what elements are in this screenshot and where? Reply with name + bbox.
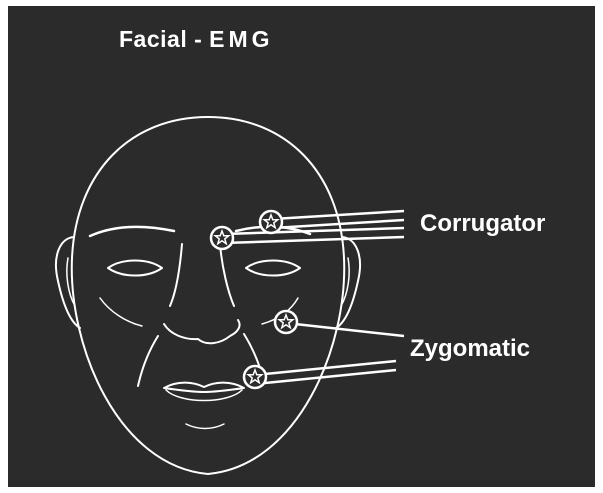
upper-lip [164,383,244,392]
lead-line-zygomatic-1 [286,323,404,336]
chin-line [186,424,224,429]
diagram-title: Facial - EMG [119,26,274,53]
title-suffix: EMG [209,26,273,52]
label-corrugator: Corrugator [420,210,545,238]
left-nasolabial-fold [138,336,158,386]
left-eye [108,261,162,276]
nose-bridge-left [170,244,182,306]
electrode-zygomatic-lower [244,366,266,388]
nose-base [164,320,240,343]
nose-bridge-right [220,244,234,306]
left-eyebrow [90,227,174,236]
diagram-frame: Facial - EMG Corrugator Zygomatic [8,6,595,487]
head-outline [72,117,344,474]
label-zygomatic: Zygomatic [410,335,530,363]
electrode-corrugator-upper [260,211,282,233]
face-illustration [8,6,595,487]
electrode-corrugator-lower [211,227,233,249]
right-eye [246,261,300,276]
electrode-zygomatic-upper [275,311,297,333]
title-prefix: Facial - [119,26,209,52]
